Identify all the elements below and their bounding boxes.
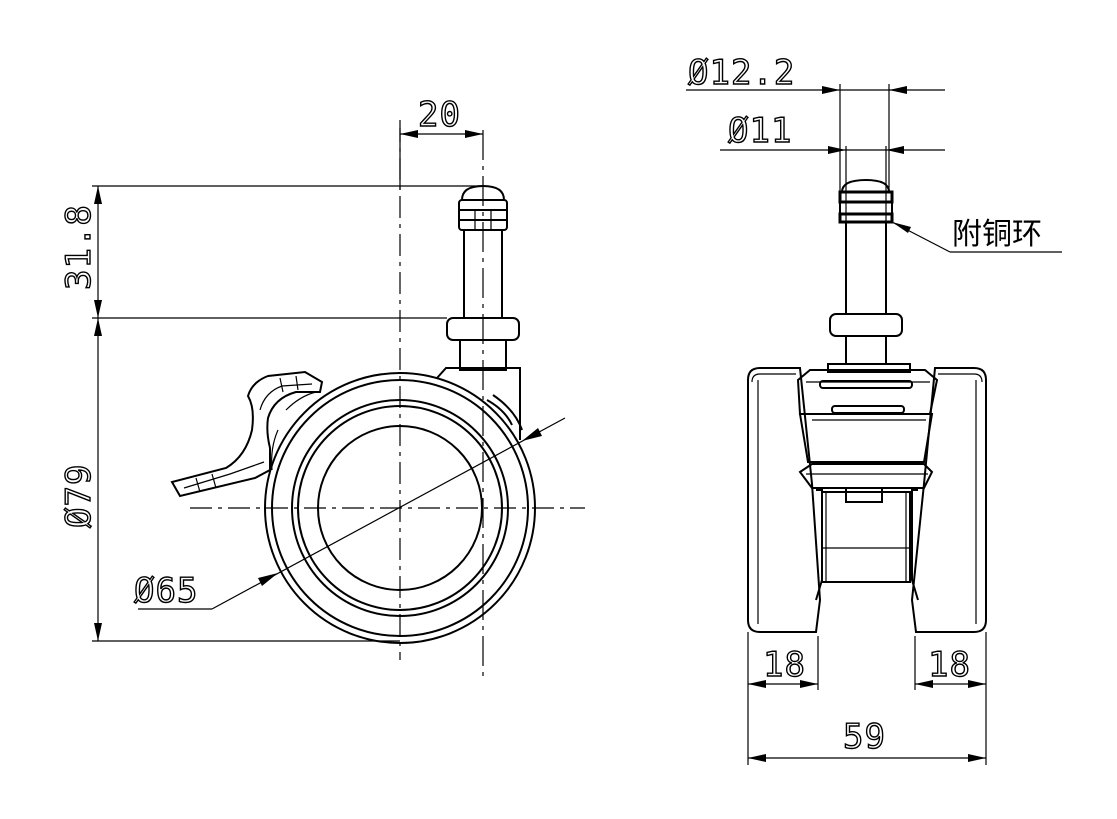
axle-block [821, 491, 911, 583]
dim-right-wheel-width: 18 [914, 632, 987, 765]
dim-label-18-left: 18 [763, 645, 806, 685]
stem-side [436, 184, 521, 440]
note-copper-ring: 附铜环 [891, 217, 1062, 253]
dim-wheel-diameter: Ø65 [133, 417, 566, 612]
dim-stem-diameter: Ø11 [720, 110, 945, 222]
dim-label-59: 59 [843, 717, 886, 757]
dim-stem-height: 31.8 [58, 185, 483, 319]
dim-label-31-8: 31.8 [59, 204, 99, 290]
brake-lever [170, 370, 324, 498]
dim-label-18-right: 18 [928, 645, 971, 685]
dim-label-o11: Ø11 [728, 111, 792, 151]
dim-stem-spacing: 20 [399, 94, 483, 190]
dim-ring-diameter: Ø12.2 [686, 52, 945, 192]
dim-label-20: 20 [418, 95, 461, 135]
stem-front [829, 178, 903, 365]
dim-label-o12-2: Ø12.2 [688, 53, 795, 93]
note-label-copper-ring: 附铜环 [952, 217, 1042, 252]
dim-left-wheel-width: 18 [747, 632, 819, 765]
dim-overall-height: Ø79 [58, 318, 400, 642]
side-view: 20 31.8 Ø79 Ø65 [58, 94, 585, 680]
wheel-left-front [747, 367, 823, 633]
dim-label-o65: Ø65 [134, 571, 198, 611]
front-view: Ø12.2 Ø11 附铜环 18 [686, 52, 1062, 765]
dim-overall-width: 59 [748, 716, 986, 762]
wheel-right-front [910, 367, 987, 633]
caster-housing [796, 363, 939, 503]
wheel-side [264, 372, 536, 644]
dim-label-o79: Ø79 [59, 464, 99, 528]
